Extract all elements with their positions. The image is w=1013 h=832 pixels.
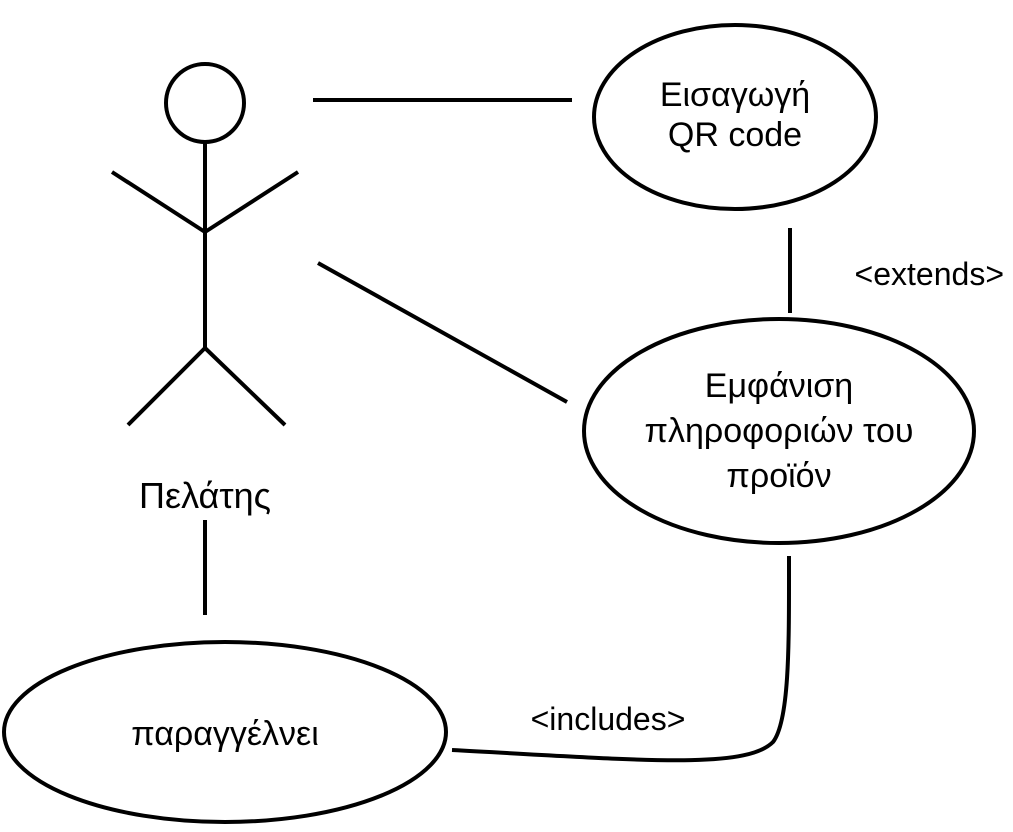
use-case-qr-code: Εισαγωγή QR code <box>592 23 878 211</box>
use-case-qr-code-line-1: Εισαγωγή <box>660 76 810 114</box>
arrow-info-to-actor <box>317 261 568 404</box>
use-case-order-ellipse <box>2 640 448 824</box>
actor-label: Πελάτης <box>139 475 271 516</box>
actor-figure <box>110 62 300 427</box>
actor-left-arm <box>110 170 207 234</box>
use-case-product-info-line-2: πληροφοριών του <box>645 412 914 450</box>
use-case-order: παραγγέλνει <box>2 640 448 824</box>
use-case-product-info-ellipse <box>582 317 976 545</box>
actor-left-leg <box>126 346 207 427</box>
use-case-qr-code-ellipse <box>592 23 878 211</box>
use-case-qr-code-line-2: QR code <box>668 116 802 154</box>
use-case-product-info: Εμφάνιση πληροφοριών του προϊόν <box>582 317 976 545</box>
actor-right-arm <box>203 170 300 234</box>
actor-head <box>164 62 246 144</box>
includes-label: <includes> <box>531 701 686 737</box>
use-case-product-info-line-1: Εμφάνιση <box>705 367 853 405</box>
use-case-order-line-1: παραγγέλνει <box>131 715 319 753</box>
actor-right-leg <box>203 346 287 427</box>
arrow-order-to-info <box>451 555 792 763</box>
extends-label: <extends> <box>855 256 1004 292</box>
use-case-product-info-line-3: προϊόν <box>726 457 831 495</box>
